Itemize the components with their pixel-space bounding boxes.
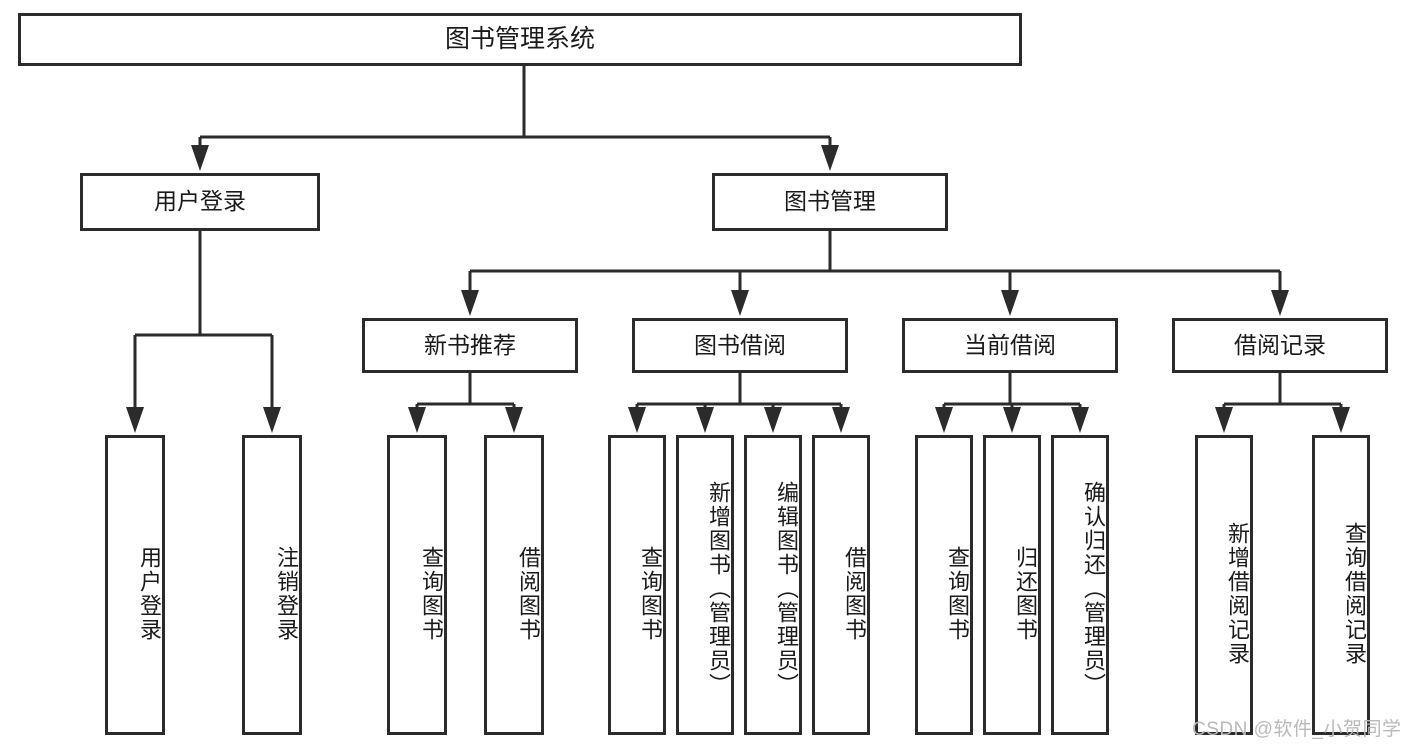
leaf-query-borrow-record[interactable]: 查询借阅记录: [1312, 435, 1370, 735]
leaf-query-book-recommend[interactable]: 查询图书: [387, 435, 447, 735]
node-user-login[interactable]: 用户登录: [80, 173, 320, 231]
leaf-borrow-book-recommend[interactable]: 借阅图书: [484, 435, 544, 735]
leaf-return-book[interactable]: 归还图书: [983, 435, 1041, 735]
leaf-confirm-return-admin[interactable]: 确认归还（管理员）: [1051, 435, 1109, 735]
leaf-query-book-borrow[interactable]: 查询图书: [608, 435, 666, 735]
leaf-logout[interactable]: 注销登录: [242, 435, 302, 735]
leaf-edit-book-admin[interactable]: 编辑图书（管理员）: [744, 435, 802, 735]
node-borrow-record[interactable]: 借阅记录: [1172, 318, 1388, 373]
leaf-add-book-admin[interactable]: 新增图书（管理员）: [676, 435, 734, 735]
leaf-user-login[interactable]: 用户登录: [105, 435, 165, 735]
node-root[interactable]: 图书管理系统: [18, 13, 1022, 66]
leaf-query-book-current[interactable]: 查询图书: [915, 435, 973, 735]
leaf-borrow-book[interactable]: 借阅图书: [812, 435, 870, 735]
watermark-text: CSDN @软件_小贺同学: [1192, 719, 1402, 740]
node-book-borrow[interactable]: 图书借阅: [632, 318, 848, 373]
node-current-borrow[interactable]: 当前借阅: [902, 318, 1118, 373]
node-book-management[interactable]: 图书管理: [712, 173, 948, 231]
leaf-add-borrow-record[interactable]: 新增借阅记录: [1195, 435, 1253, 735]
node-new-book-recommend[interactable]: 新书推荐: [362, 318, 578, 373]
